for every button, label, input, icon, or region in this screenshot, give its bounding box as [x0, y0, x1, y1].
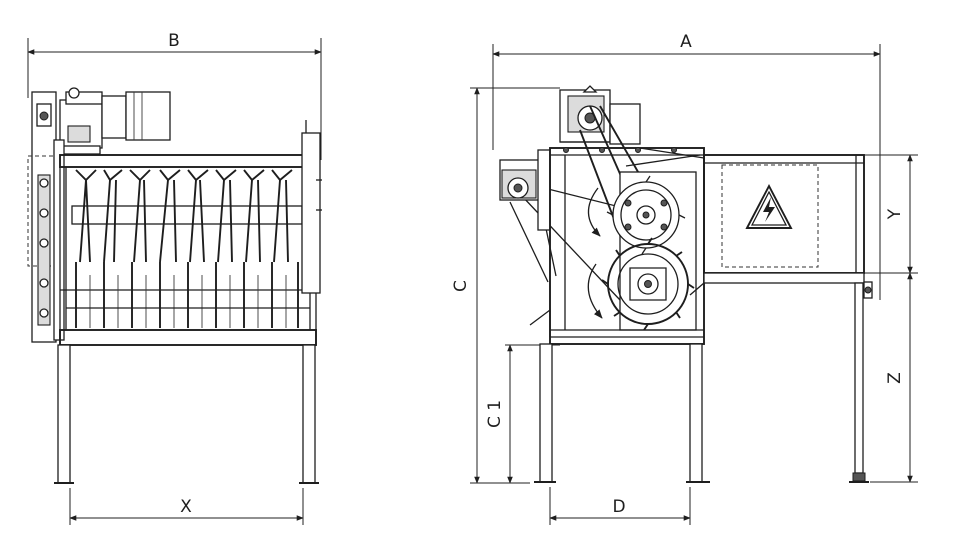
- label-z: Z: [885, 372, 905, 384]
- drive-plate: [27, 91, 65, 343]
- side-view: B: [27, 31, 322, 525]
- label-c: C: [451, 280, 471, 292]
- lower-rotor: [601, 237, 695, 331]
- main-frame: [59, 120, 322, 346]
- high-voltage-warning-icon: [745, 183, 793, 229]
- dimension-a: A: [492, 32, 881, 300]
- electrical-box: [703, 154, 865, 274]
- front-legs: [534, 282, 869, 483]
- label-d: D: [612, 497, 625, 517]
- side-gearbox: [499, 149, 557, 283]
- blade-row: [75, 169, 293, 263]
- dimension-z: Z: [870, 272, 918, 483]
- output-chute: [529, 272, 873, 337]
- label-y: Y: [885, 208, 905, 220]
- dimension-y: Y: [864, 154, 918, 274]
- label-c1: C 1: [485, 400, 505, 428]
- rotation-arrows: [587, 187, 603, 319]
- side-legs: [54, 344, 319, 484]
- dimension-x: X: [69, 488, 304, 525]
- dimension-d: D: [549, 487, 691, 525]
- dimension-b: B: [27, 31, 322, 160]
- dimension-c1: C 1: [485, 344, 560, 484]
- upper-rotor: [606, 175, 686, 255]
- label-x: X: [180, 497, 192, 517]
- front-view: A C C 1: [451, 32, 918, 525]
- comb-teeth: [66, 262, 310, 328]
- motor-assembly: [59, 87, 171, 155]
- main-housing: [549, 147, 705, 345]
- dimension-c: C: [451, 87, 560, 484]
- label-b: B: [168, 31, 180, 51]
- label-a: A: [680, 32, 692, 52]
- top-motor: [559, 85, 641, 145]
